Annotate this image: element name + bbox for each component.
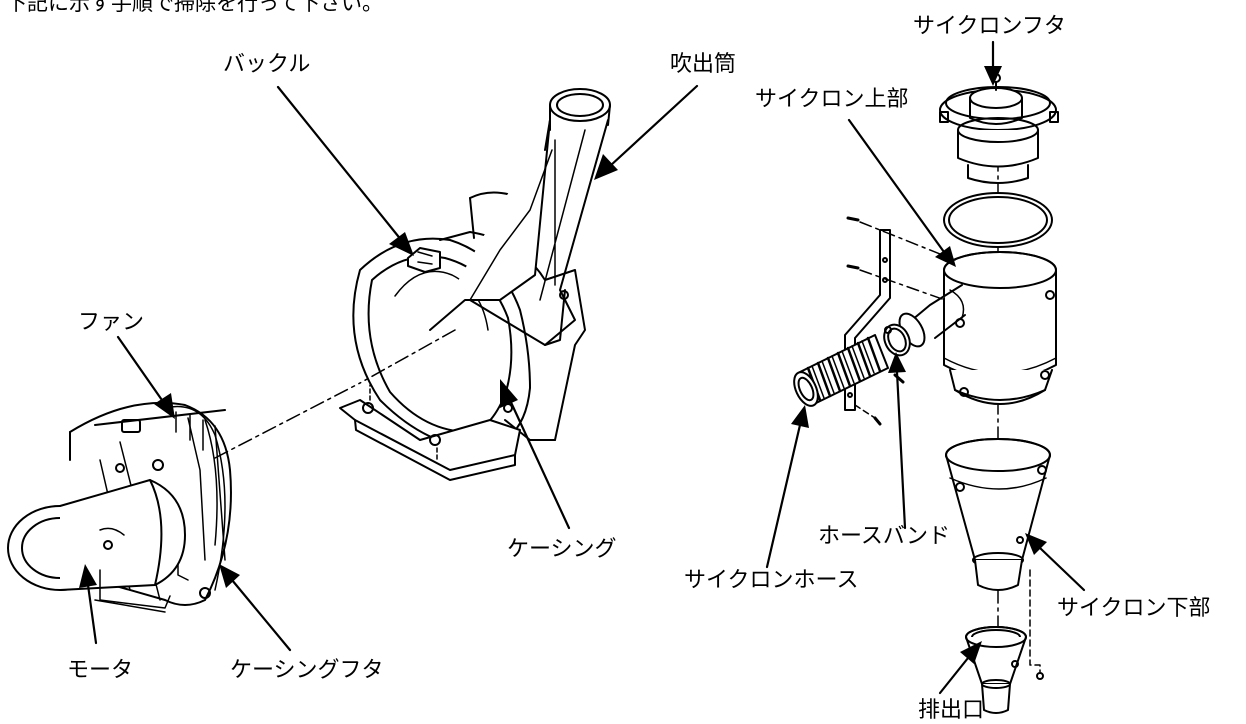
- arrowhead-casing-cover: [219, 564, 240, 588]
- label-motor: モータ: [67, 658, 134, 683]
- arrowhead-fan: [154, 393, 175, 419]
- bracket-part: [845, 218, 955, 424]
- arrowhead-buckle: [389, 232, 414, 256]
- label-fan: ファン: [78, 310, 145, 335]
- discharge-port-part: [966, 627, 1026, 713]
- label-hose-band: ホースバンド: [818, 524, 951, 549]
- center-line-blower: [215, 383, 360, 458]
- label-cyclone-lid: サイクロンフタ: [913, 14, 1066, 39]
- casing-cover-part: [70, 403, 231, 605]
- motor-part: [8, 480, 185, 612]
- arrowhead-cyclone-upper: [935, 246, 956, 267]
- arrowhead-outlet-tube: [594, 154, 618, 180]
- fan-part: [165, 407, 225, 590]
- label-casing-cover: ケーシングフタ: [230, 658, 384, 683]
- label-casing: ケーシング: [507, 537, 617, 562]
- leader-lines: [79, 42, 1084, 693]
- arrowhead-casing: [500, 379, 518, 408]
- cyclone-hose-part: [789, 335, 888, 410]
- label-cyclone-lower: サイクロン下部: [1057, 596, 1211, 621]
- intro-text: 下記に示す手順で掃除を行って下さい。: [6, 0, 383, 15]
- label-cyclone-upper: サイクロン上部: [755, 87, 909, 112]
- arrowhead-cyclone-hose: [791, 405, 809, 428]
- casing-part: [340, 192, 585, 480]
- cyclone-lid-part: [940, 74, 1058, 183]
- arrowhead-cyclone-lower: [1025, 533, 1047, 555]
- hose-band-part: [879, 320, 914, 359]
- label-buckle: バックル: [223, 52, 311, 77]
- arrowhead-hose-band: [888, 352, 906, 373]
- label-cyclone-hose: サイクロンホース: [684, 568, 859, 593]
- arrowhead-motor: [79, 564, 97, 588]
- label-outlet-tube: 吹出筒: [670, 52, 737, 77]
- gasket-ring-part: [944, 193, 1052, 247]
- arrowhead-discharge-port: [960, 641, 982, 664]
- arrowhead-cyclone-lid: [984, 66, 1002, 86]
- outlet-tube-part: [430, 89, 610, 345]
- label-discharge-port: 排出口: [918, 698, 985, 723]
- cyclone-lower-part: [946, 439, 1050, 679]
- cyclone-upper-part: [894, 252, 1056, 404]
